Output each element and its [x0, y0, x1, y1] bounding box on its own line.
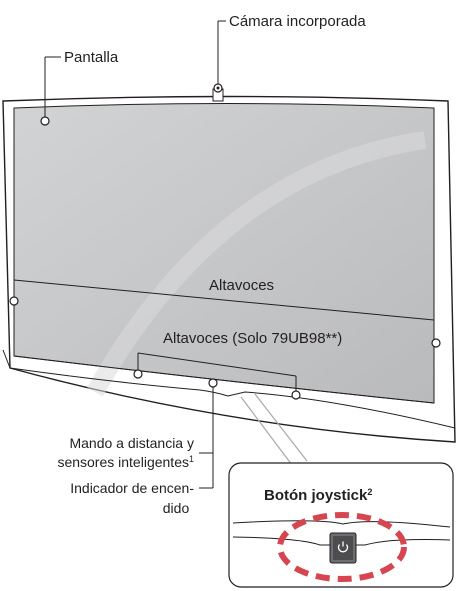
speakers-model-bracket — [137, 352, 297, 377]
camera-label: Cámara incorporada — [229, 13, 366, 30]
speaker-left-marker — [9, 296, 19, 306]
speakers-bracket — [13, 279, 435, 321]
power-indicator-label-line2: dido — [163, 500, 190, 516]
speakers-model-label: Altavoces (Solo 79UB98**) — [163, 330, 342, 347]
bottom-bezel — [13, 355, 435, 404]
callout-line-left — [240, 396, 293, 466]
speaker-right-marker — [431, 338, 441, 348]
remote-sensor-label-line2: sensores inteligentes1 — [57, 454, 194, 470]
speaker-model-left-marker — [133, 369, 143, 379]
speakers-label: Altavoces — [209, 277, 274, 294]
screen-label: Pantalla — [64, 49, 119, 66]
callout-line-right — [254, 393, 308, 462]
joystick-highlight-ring — [277, 512, 407, 582]
joystick-title: Botón joystick2 — [264, 487, 372, 504]
screen-marker — [40, 116, 50, 126]
power-icon — [337, 541, 349, 553]
screen-reflection — [87, 131, 427, 397]
power-indicator-label-line1: Indicador de encen- — [70, 480, 194, 496]
remote-sensor-label-line1: Mando a distancia y — [69, 435, 194, 451]
inset-bezel-upper — [232, 520, 451, 528]
sensor-marker — [208, 378, 218, 388]
bottom-bezel-lower — [9, 367, 456, 429]
speaker-model-right-marker — [291, 390, 301, 400]
joystick-inset — [228, 462, 454, 588]
bottom-bezel-edge — [2, 349, 11, 369]
